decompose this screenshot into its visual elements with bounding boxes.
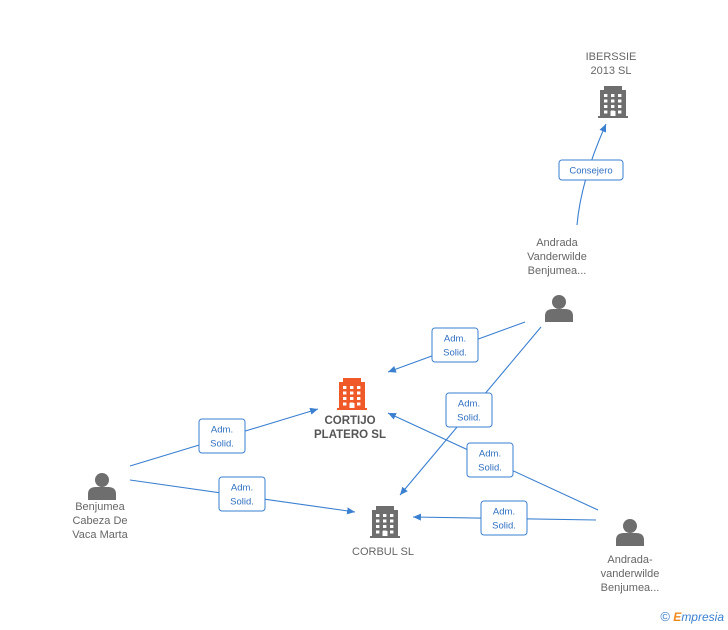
edge-label-text: Adm. (211, 425, 233, 436)
node-label: Vanderwilde (527, 251, 587, 263)
edge-label-text: Consejero (569, 166, 612, 177)
edge-label-text: Adm. (493, 507, 515, 518)
edge-label-box[interactable] (218, 476, 266, 512)
node-label: CORTIJO (324, 415, 375, 427)
edge-andrada_vb-to-iberssie: Consejero (558, 123, 624, 226)
edge-label-text: Solid. (443, 348, 467, 359)
node-label: Cabeza De (72, 515, 127, 527)
edge-andrada_vb-to-corbul: Adm. Solid. (399, 326, 542, 496)
edge-benjumea-to-cortijo: Adm. Solid. (129, 407, 319, 467)
node-label: Andrada- (607, 554, 653, 566)
node-label: PLATERO SL (314, 429, 386, 441)
node-label: 2013 SL (591, 65, 632, 77)
edges-layer: ConsejeroAdm.Solid.Adm.Solid.Adm.Solid.A… (129, 123, 624, 536)
edge-label-text: Adm. (458, 399, 480, 410)
edge-label-text: Solid. (478, 463, 502, 474)
node-label: vanderwilde (601, 568, 660, 580)
node-label: Benjumea... (528, 265, 587, 277)
building-icon[interactable] (370, 506, 400, 538)
node-label: IBERSSIE (586, 51, 637, 63)
node-label: CORBUL SL (352, 546, 414, 558)
edge-andrada_v2-to-corbul: Adm. Solid. (412, 500, 597, 536)
edge-label-text: Solid. (210, 439, 234, 450)
edge-label-box[interactable] (480, 500, 528, 536)
node-label: Benjumea... (601, 582, 660, 594)
person-icon[interactable] (88, 473, 116, 500)
edge-label-box[interactable] (445, 392, 493, 428)
edge-label-text: Adm. (479, 449, 501, 460)
edge-label-box[interactable] (466, 442, 514, 478)
edge-label-box[interactable] (198, 418, 246, 454)
node-label: Vaca Marta (72, 529, 128, 541)
edge-benjumea-to-corbul: Adm. Solid. (129, 476, 356, 515)
edge-label-text: Solid. (492, 521, 516, 532)
node-iberssie[interactable]: IBERSSIE 2013 SL (586, 51, 637, 118)
edge-label-text: Adm. (444, 334, 466, 345)
edge-label-box[interactable] (431, 327, 479, 363)
node-label: Andrada (536, 237, 578, 249)
brand-initial: E (673, 610, 682, 624)
empresia-watermark[interactable]: © Empresia (660, 609, 724, 624)
node-cortijo[interactable]: CORTIJO PLATERO SL (314, 378, 386, 441)
brand-name: mpresia (681, 610, 724, 624)
edge-label-text: Solid. (457, 413, 481, 424)
node-andrada_vb[interactable]: AndradaVanderwildeBenjumea... (527, 237, 587, 322)
copyright-icon: © (660, 609, 670, 624)
node-label: Benjumea (75, 501, 125, 513)
node-andrada_v2[interactable]: Andrada-vanderwildeBenjumea... (601, 519, 660, 594)
person-icon[interactable] (616, 519, 644, 546)
edge-andrada_v2-to-cortijo: Adm. Solid. (387, 412, 599, 511)
edge-label-text: Solid. (230, 497, 254, 508)
node-corbul[interactable]: CORBUL SL (352, 506, 414, 558)
nodes-layer: IBERSSIE 2013 SL AndradaVanderwildeBenjume… (72, 51, 659, 594)
building-icon[interactable] (598, 86, 628, 118)
building-icon[interactable] (337, 378, 367, 410)
edge-label-box[interactable] (558, 159, 624, 181)
edge-andrada_vb-to-cortijo: Adm. Solid. (387, 321, 526, 373)
person-icon[interactable] (545, 295, 573, 322)
edge-label-text: Adm. (231, 483, 253, 494)
